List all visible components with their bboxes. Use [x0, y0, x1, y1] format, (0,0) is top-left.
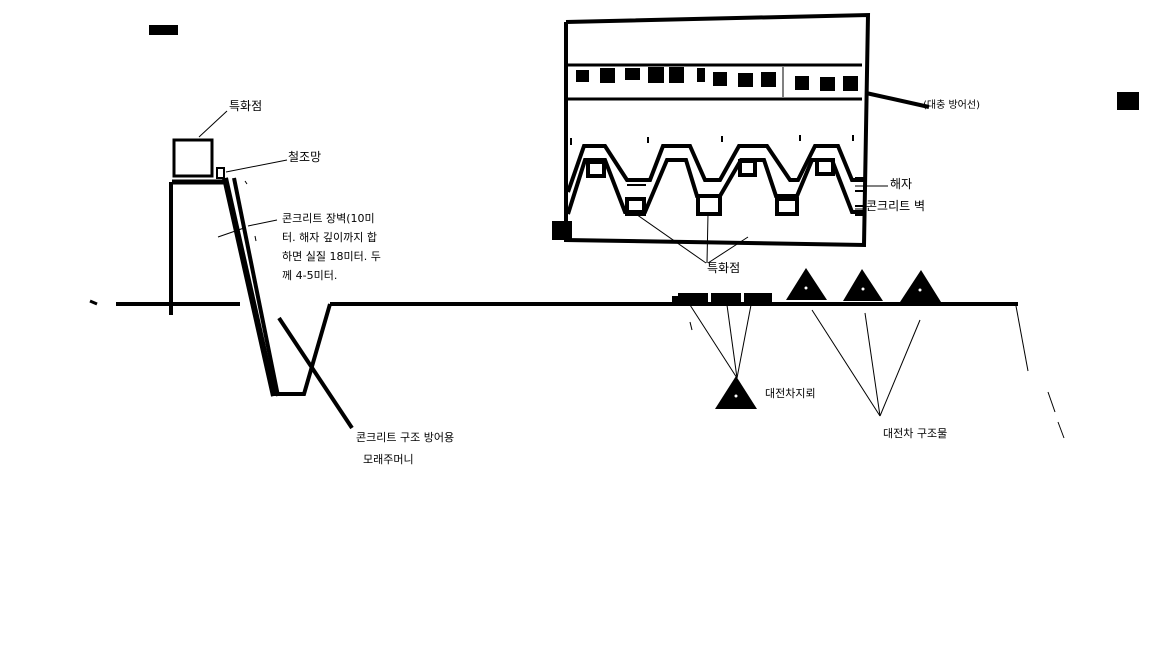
right-slope [1015, 305, 1065, 439]
antitank-mine [715, 376, 757, 409]
label-concrete-wall-line3: 하면 실질 18미터. 두 [282, 250, 381, 263]
inset-ticks [570, 135, 854, 145]
mine-pointers [689, 304, 752, 379]
label-antitank-mine: 대전차지뢰 [765, 387, 816, 400]
inset-squares [576, 67, 858, 91]
label-concrete-wall-line4: 께 4-5미터. [282, 269, 338, 282]
label-concrete-wall-line2: 터. 해자 깊이까지 합 [282, 231, 377, 244]
corner-marker-top-left [149, 25, 178, 35]
inset-dashes [627, 177, 866, 216]
structure-pointers [811, 309, 921, 417]
sandbag-pointer [277, 316, 354, 430]
label-concrete-wall-line1: 콘크리트 장벽(10미 [282, 212, 375, 225]
inset-marker [552, 221, 572, 240]
label-wire-mesh: 철조망 [288, 150, 322, 164]
moat-trench [274, 303, 332, 396]
label-antitank-structure: 대전차 구조물 [883, 427, 948, 440]
corner-marker-right [1117, 92, 1139, 110]
label-concrete-wall-inset: 콘크리트 벽 [866, 199, 926, 213]
inset-bunkers [586, 158, 835, 216]
label-ignition-point-inset: 특화점 [707, 261, 741, 275]
defense-line-inset [564, 12, 930, 248]
label-ignition-point-top: 특화점 [229, 99, 263, 113]
label-sandbag-line1: 콘크리트 구조 방어용 [356, 431, 455, 444]
concrete-wall [217, 177, 280, 397]
label-sandbag-line2: 모래주머니 [363, 453, 414, 466]
ignition-point-tower [169, 110, 228, 315]
label-concrete-wall: 콘크리트 장벽(10미 터. 해자 깊이까지 합 하면 실질 18미터. 두 께… [282, 209, 412, 285]
inset-pointers [632, 185, 888, 264]
surface-blocks [672, 293, 772, 303]
label-moat: 해자 [890, 177, 913, 191]
label-defense-line: (대충 방어선) [923, 100, 980, 111]
wire-mesh [216, 159, 288, 179]
stray-mark [89, 299, 98, 306]
inset-zigzag-wall [566, 144, 866, 215]
antitank-structures [786, 268, 941, 302]
